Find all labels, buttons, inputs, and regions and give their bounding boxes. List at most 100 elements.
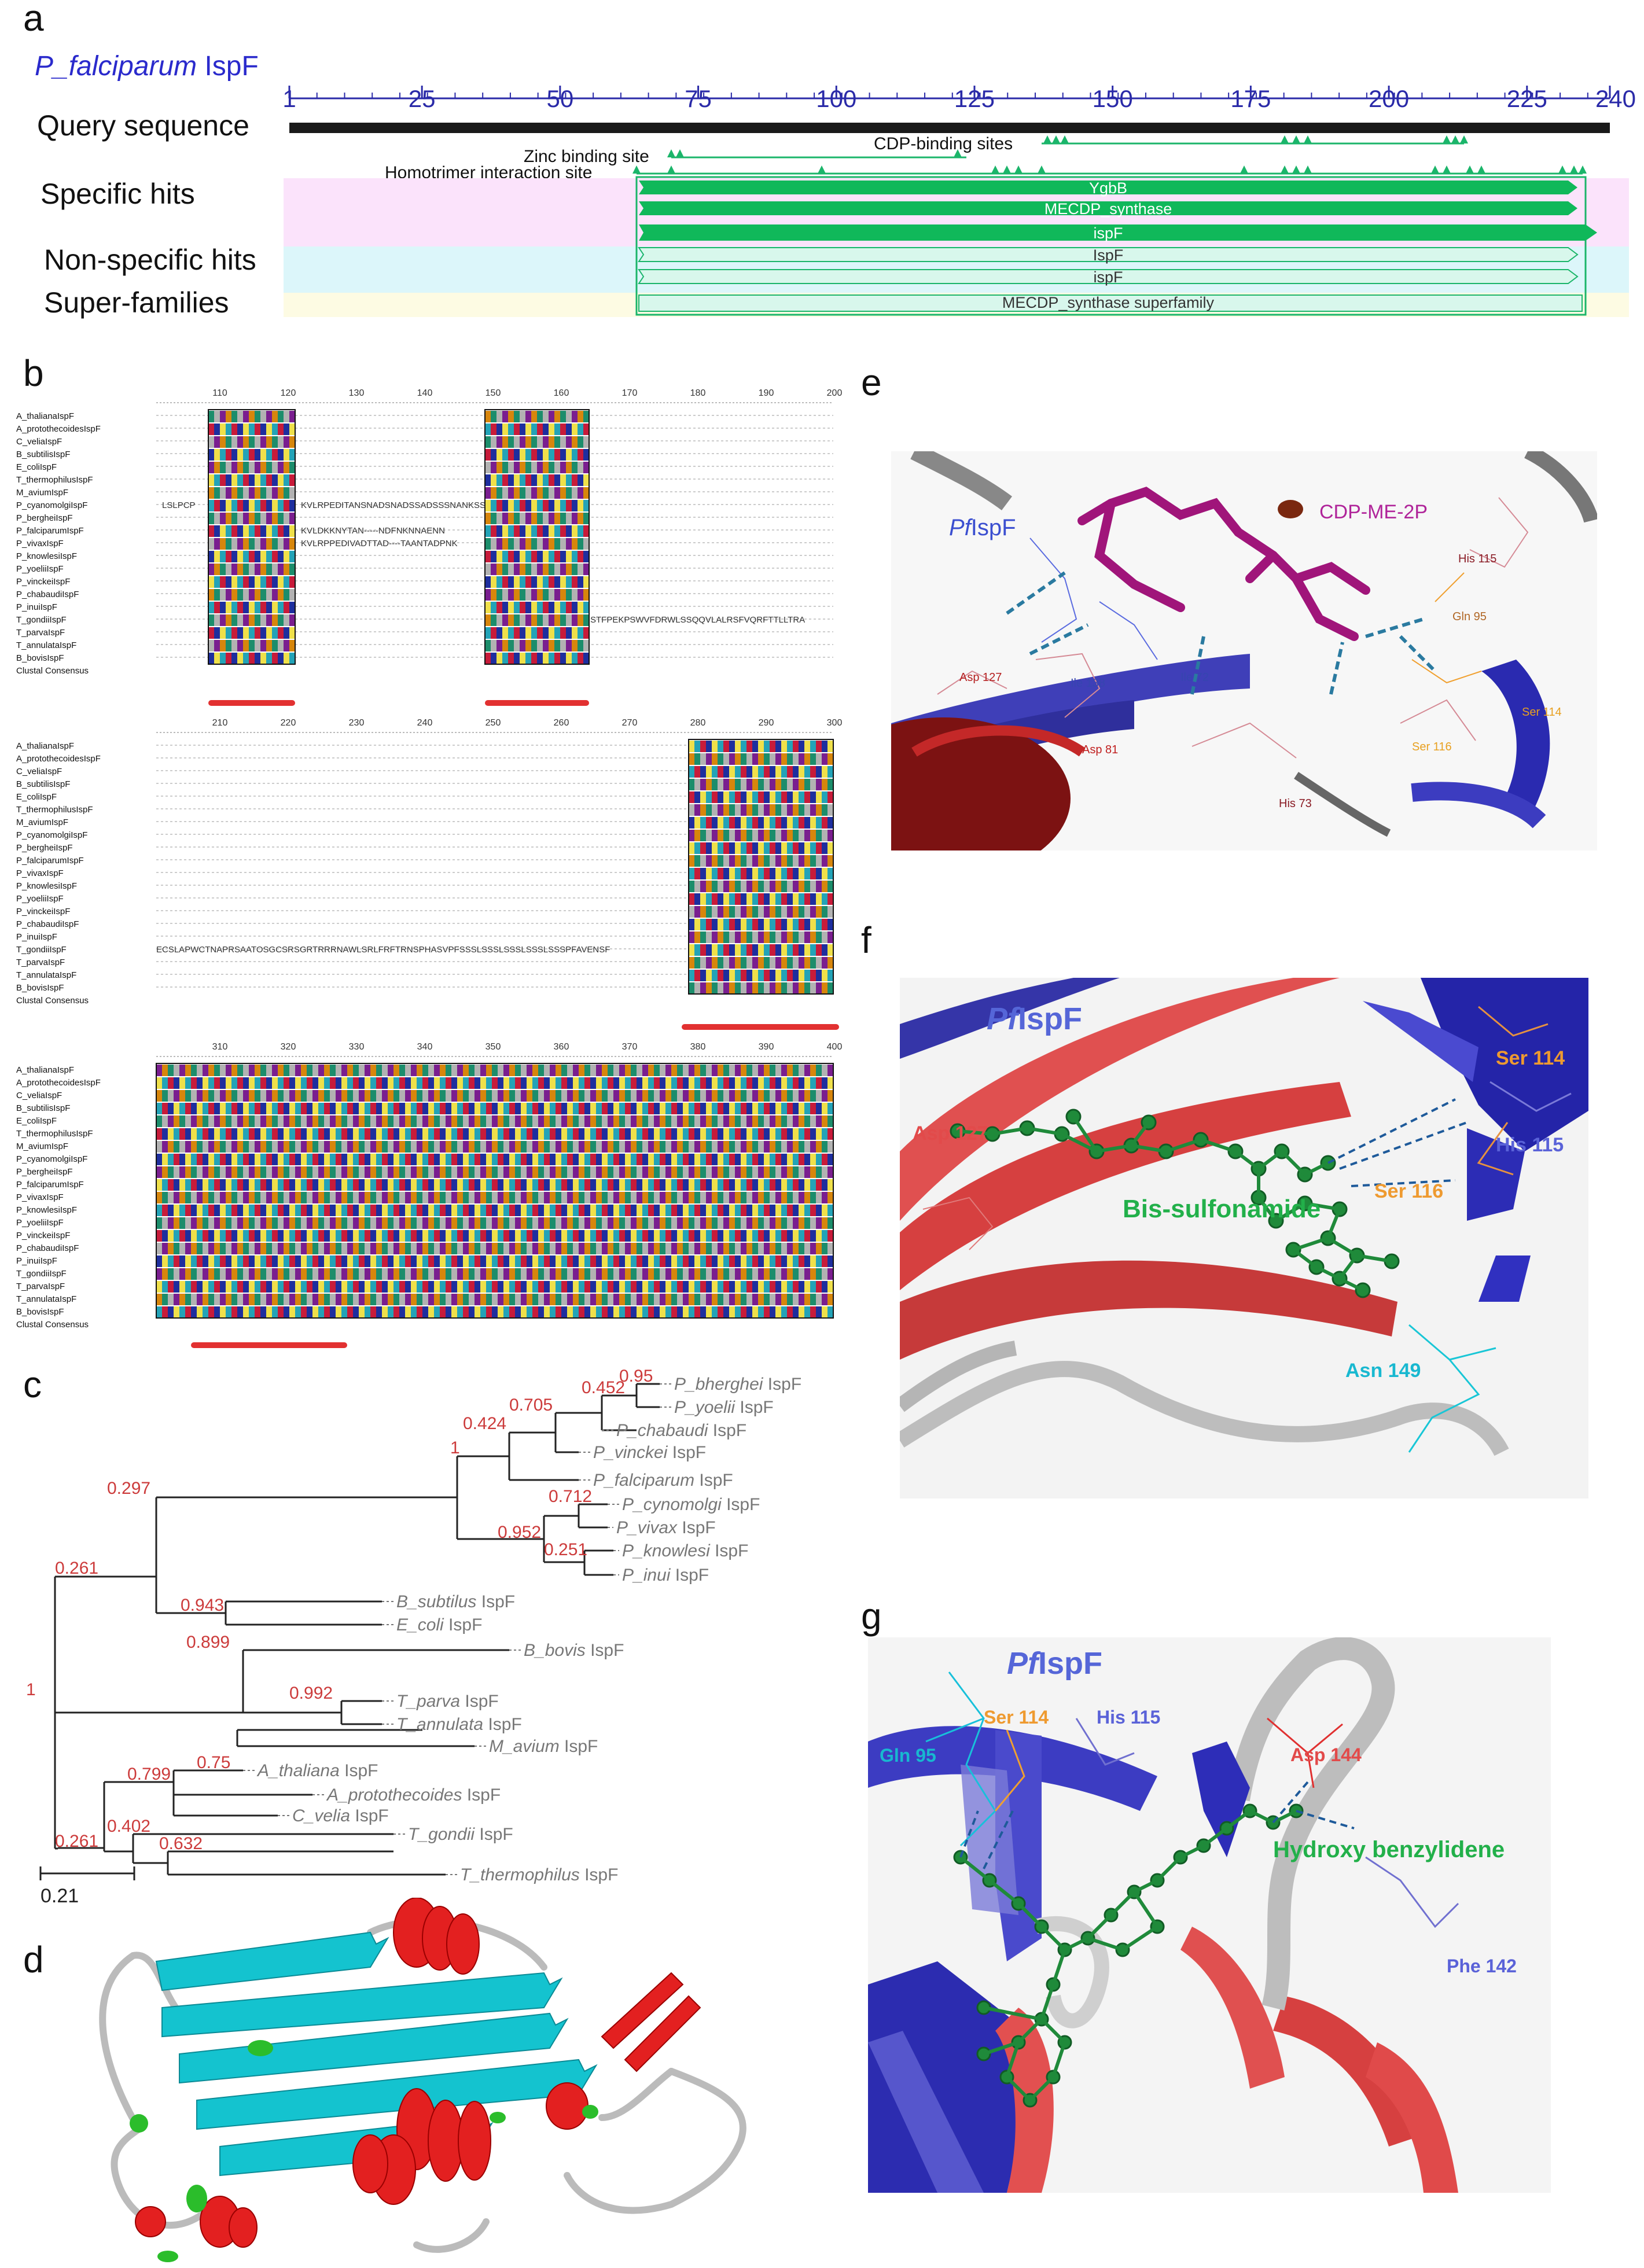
tree-bootstrap-value: 0.297 xyxy=(107,1479,150,1498)
alignment-species-label: C_veliaIspF xyxy=(16,767,62,776)
alignment-position: 220 xyxy=(281,718,296,728)
tree-bootstrap-value: 0.95 xyxy=(619,1367,653,1386)
tree-leaf-label: B_bovis IspF xyxy=(524,1641,624,1660)
cdp-binding-label: CDP-binding sites xyxy=(874,134,1013,153)
alignment-species-label: P_bergheiIspF xyxy=(16,1167,73,1177)
residue-ile138: Ile 138 xyxy=(1071,677,1106,690)
superfamilies-label: Super-families xyxy=(44,286,229,319)
alignment-insert-text: STFPEKPSWVFDRWLSSQQVLALRSFVQRFTTLLTRA xyxy=(590,615,805,625)
site-marker xyxy=(1477,165,1485,174)
residue-ser114: Ser 114 xyxy=(984,1707,1049,1728)
alignment-position: 380 xyxy=(690,1042,706,1052)
site-marker xyxy=(1431,165,1439,174)
ruler-tick-label: 125 xyxy=(954,85,995,112)
alignment-species-label: P_inuiIspF xyxy=(16,1256,57,1266)
alignment-species-label: T_annulataIspF xyxy=(16,640,76,650)
ruler-tick-label: 50 xyxy=(546,85,573,112)
tree-bootstrap-value: 1 xyxy=(450,1438,460,1457)
ruler-tick-label: 25 xyxy=(409,85,436,112)
site-marker xyxy=(676,149,684,157)
ruler-tick-label: 100 xyxy=(816,85,856,112)
alignment-species-label: B_subtilisIspF xyxy=(16,450,70,459)
tree-bootstrap-value: 0.799 xyxy=(127,1765,171,1784)
query-bar xyxy=(289,123,1610,133)
alignment-position: 250 xyxy=(486,718,501,728)
tree-leaf-label: T_annulata IspF xyxy=(396,1715,522,1734)
tree-branches xyxy=(54,1383,660,1876)
panel-e-protein-label: PfIspF xyxy=(949,515,1016,540)
panel-f-scene xyxy=(900,978,1588,1499)
alignment-species-label: T_annulataIspF xyxy=(16,970,76,980)
alignment-species-label: A_protothecoidesIspF xyxy=(16,424,101,434)
alignment-species-label: T_parvaIspF xyxy=(16,1282,65,1291)
alignment-species-label: P_vinckeiIspF xyxy=(16,1231,70,1240)
alignment-species-label: P_vivaxIspF xyxy=(16,1192,64,1202)
alignment-species-label: T_parvaIspF xyxy=(16,958,65,967)
residue-phe142: Phe 142 xyxy=(1447,1956,1517,1976)
alignment-species-label: P_vivaxIspF xyxy=(16,539,64,548)
alignment-position: 350 xyxy=(486,1042,501,1052)
tree-leaf-label: P_knowlesi IspF xyxy=(622,1541,748,1560)
site-marker xyxy=(632,165,641,174)
alignment-species-label: E_coliIspF xyxy=(16,1116,57,1126)
panel-label-d: d xyxy=(23,1939,44,1980)
site-marker xyxy=(1281,135,1289,143)
alignment-position: 330 xyxy=(349,1042,365,1052)
alignment-species-label: P_cyanomolgiIspF xyxy=(16,500,87,510)
alignment-species-label: T_gondiiIspF xyxy=(16,945,67,955)
panel-e-scene xyxy=(891,451,1597,851)
alignment-species-label: P_inuiIspF xyxy=(16,602,57,612)
specific-hits-label: Specific hits xyxy=(41,178,195,210)
alignment-species-label: A_thalianaIspF xyxy=(16,741,74,751)
tree-leaf-label: C_velia IspF xyxy=(292,1806,389,1825)
alignment-position: 140 xyxy=(417,388,433,398)
alignment-position: 310 xyxy=(212,1042,228,1052)
alignment-species-label: C_veliaIspF xyxy=(16,1091,62,1100)
turn-regions xyxy=(130,2040,598,2262)
alignment-position: 300 xyxy=(827,718,843,728)
site-marker xyxy=(1281,165,1289,174)
site-marker xyxy=(667,165,675,174)
ruler-minor-ticks xyxy=(288,86,1611,98)
residue-asn149: Asn 149 xyxy=(1345,1360,1421,1382)
tree-leaf-label: P_chabaudi IspF xyxy=(616,1421,746,1440)
alignment-species-label: T_thermophilusIspF xyxy=(16,1129,93,1139)
alignment-species-label: Clustal Consensus xyxy=(16,996,89,1006)
alignment-position: 210 xyxy=(212,718,228,728)
panel-label-f: f xyxy=(861,919,871,961)
site-marker xyxy=(1443,135,1451,143)
ruler-tick-label: 200 xyxy=(1369,85,1409,112)
alignment-species-label: P_vivaxIspF xyxy=(16,868,64,878)
tree-leaf-label: P_yoelii IspF xyxy=(674,1398,774,1417)
tree-bootstrap-value: 0.402 xyxy=(107,1817,150,1836)
tree-bootstrap-value: 0.251 xyxy=(544,1540,587,1559)
site-marker xyxy=(1443,165,1451,174)
panel-a-title: P_falciparum IspF xyxy=(35,51,259,82)
tree-bootstrap-value: 0.632 xyxy=(159,1834,203,1853)
residue-ile72: Ile 72 xyxy=(1180,671,1209,684)
site-marker xyxy=(1304,165,1312,174)
panel-f-protein-label: PfIspF xyxy=(987,1002,1083,1036)
site-marker xyxy=(1570,165,1578,174)
alignment-species-label: A_thalianaIspF xyxy=(16,411,74,421)
tree-bootstrap-value: 0.705 xyxy=(509,1396,553,1415)
panel-label-a: a xyxy=(23,0,44,39)
residue-asp144: Asp 144 xyxy=(1290,1744,1362,1765)
tree-bootstrap-value: 1 xyxy=(26,1680,36,1699)
alignment-insert-text: LSLPCP xyxy=(162,500,196,510)
alignment-position: 150 xyxy=(486,388,501,398)
alignment-species-label: T_gondiiIspF xyxy=(16,1269,67,1279)
alignment-species-label: B_bovisIspF xyxy=(16,983,64,993)
alignment-position: 280 xyxy=(690,718,706,728)
residue-gln95: Gln 95 xyxy=(1452,610,1487,623)
tree-bootstrap-value: 0.899 xyxy=(186,1633,230,1652)
panel-label-g: g xyxy=(861,1595,882,1637)
alignment-insert-text: KVLRPPEDIVADTTAD----TAANTADPNK xyxy=(301,539,458,548)
alignment-position: 390 xyxy=(759,1042,774,1052)
site-marker xyxy=(1043,135,1051,143)
alignment-species-label: P_yoeliiIspF xyxy=(16,564,64,574)
alignment-species-label: P_chabaudiIspF xyxy=(16,919,79,929)
alignment-position: 340 xyxy=(417,1042,433,1052)
